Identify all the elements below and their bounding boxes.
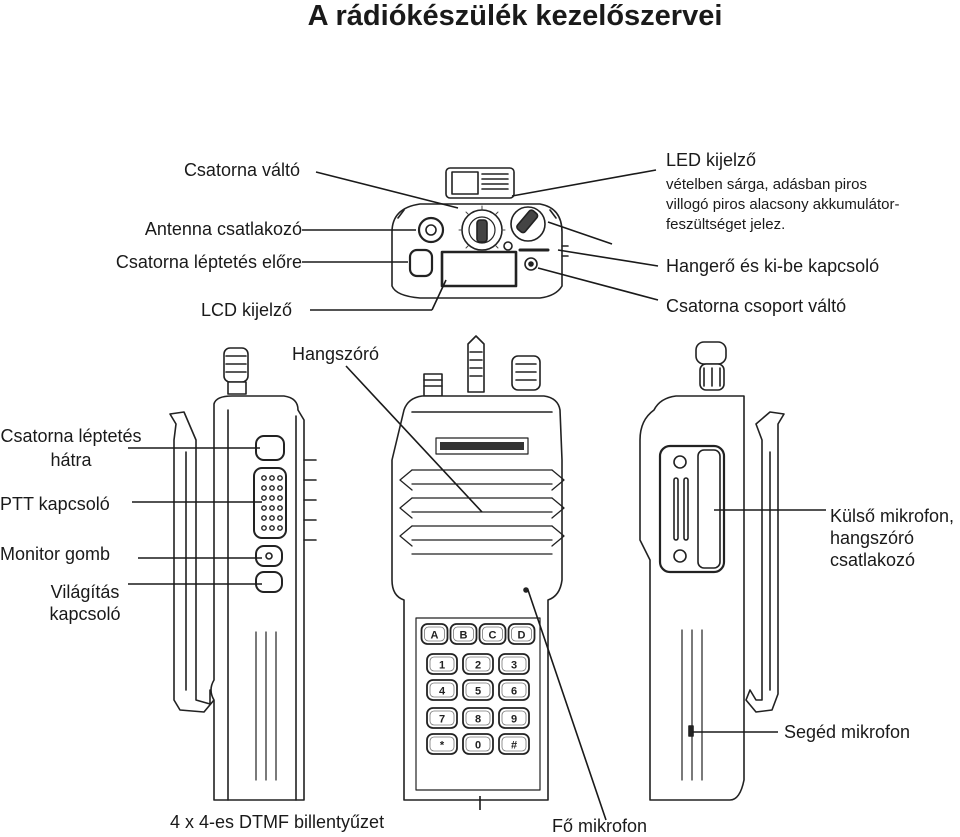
label-light-switch-1: Világítás <box>50 582 120 602</box>
label-aux-mic: Segéd mikrofon <box>784 722 911 742</box>
label-led-description-2: villogó piros alacsony akkumulátor- <box>666 196 900 213</box>
keypad-key: D <box>507 623 536 645</box>
keypad-key: 0 <box>462 733 494 755</box>
keypad-key: * <box>426 733 458 755</box>
label-ptt-switch: PTT kapcsoló <box>0 494 110 514</box>
keypad-key-label: 4 <box>439 686 446 698</box>
label-volume-power: Hangerő és ki-be kapcsoló <box>666 256 880 276</box>
keypad-key: 2 <box>462 653 494 675</box>
label-external-mic-3: csatlakozó <box>830 550 916 570</box>
label-channel-group-switch: Csatorna csoport váltó <box>666 296 847 316</box>
label-main-mic: Fő mikrofon <box>552 816 648 836</box>
keypad-key-label: A <box>431 630 439 642</box>
label-dtmf-keypad: 4 x 4-es DTMF billentyűzet <box>170 812 385 832</box>
radio-right-side <box>639 341 785 801</box>
keypad-key: 4 <box>426 679 458 701</box>
label-antenna-connector: Antenna csatlakozó <box>144 219 302 239</box>
keypad-key: 8 <box>462 707 494 729</box>
dtmf-keypad: A B C D 1 2 3 4 5 6 7 8 9 * 0 # <box>420 623 536 755</box>
label-channel-switch: Csatorna váltó <box>183 160 300 180</box>
label-external-mic-1: Külső mikrofon, <box>830 506 955 526</box>
radio-left-side <box>169 347 317 801</box>
keypad-key-label: 7 <box>439 714 445 726</box>
keypad-key-label: * <box>440 740 445 752</box>
keypad-key: C <box>478 623 507 645</box>
label-channel-step-back-2: hátra <box>50 450 92 470</box>
keypad-key-label: 2 <box>475 660 481 672</box>
label-monitor-button: Monitor gomb <box>0 544 111 564</box>
keypad-key-label: B <box>460 630 468 642</box>
label-channel-step-forward: Csatorna léptetés előre <box>115 252 302 272</box>
label-external-mic-2: hangszóró <box>830 528 915 548</box>
radio-top-view <box>391 167 569 299</box>
keypad-key-label: C <box>489 630 497 642</box>
keypad-key: # <box>498 733 530 755</box>
label-led-description-1: vételben sárga, adásban piros <box>666 176 867 193</box>
keypad-key: 3 <box>498 653 530 675</box>
keypad-key: A <box>420 623 449 645</box>
keypad-key-label: 3 <box>511 660 517 672</box>
keypad-key-label: 9 <box>511 714 517 726</box>
label-channel-step-back-1: Csatorna léptetés <box>0 426 142 446</box>
keypad-key-label: 8 <box>475 714 481 726</box>
keypad-key: 7 <box>426 707 458 729</box>
keypad-key-label: 6 <box>511 686 517 698</box>
label-lcd-display: LCD kijelző <box>200 300 292 320</box>
keypad-key-label: # <box>511 740 517 752</box>
label-speaker: Hangszóró <box>292 344 380 364</box>
keypad-key: 5 <box>462 679 494 701</box>
keypad-key-label: 1 <box>439 660 445 672</box>
keypad-key: 9 <box>498 707 530 729</box>
label-led-description-3: feszültséget jelez. <box>666 216 786 233</box>
keypad-key: B <box>449 623 478 645</box>
label-light-switch-2: kapcsoló <box>49 604 121 624</box>
leader-lines <box>128 169 826 821</box>
label-led-display: LED kijelző <box>666 150 757 170</box>
radio-front-view <box>391 335 565 801</box>
keypad-key: 6 <box>498 679 530 701</box>
keypad-key: 1 <box>426 653 458 675</box>
keypad-key-label: D <box>518 630 526 642</box>
page-title: A rádiókészülék kezelőszervei <box>307 0 723 32</box>
keypad-key-label: 0 <box>475 740 481 752</box>
keypad-key-label: 5 <box>475 686 481 698</box>
